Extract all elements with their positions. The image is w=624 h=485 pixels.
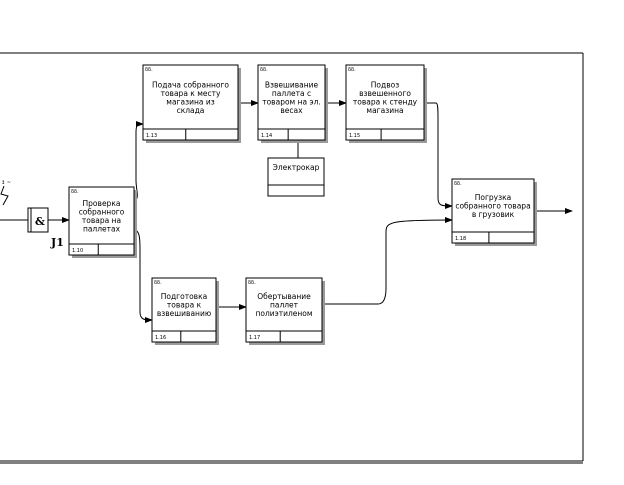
activity-number: 1.15 (349, 133, 360, 139)
mechanism-label: Электрокар (273, 163, 320, 172)
box-border (345, 64, 425, 141)
box-border (257, 64, 326, 141)
activity-number: 1.14 (261, 133, 272, 139)
activity-title-line: товаром на эл. (262, 97, 321, 106)
activity-title-line: Подготовка (161, 292, 207, 301)
corner-mark: δδ. (145, 67, 153, 73)
activity-number: 1.18 (455, 236, 466, 242)
activity-number: 1.13 (146, 133, 157, 139)
junction-label: J1 (50, 236, 64, 249)
activity-title-line: паллет (270, 301, 299, 310)
activity-title-line: товара к (167, 301, 202, 310)
corner-mark: δδ. (454, 181, 462, 187)
activity-title-line: весах (280, 106, 303, 115)
activity-title-line: магазина (366, 106, 403, 115)
activity-title-line: паллета с (272, 89, 311, 98)
activity-title-line: взвешиванию (157, 309, 211, 318)
corner-mark: δδ. (260, 67, 268, 73)
corner-mark: δδ. (348, 67, 356, 73)
activity-title-line: собранного (79, 207, 125, 216)
diagram-frame (0, 52, 584, 464)
activity-title-line: товара к месту (161, 89, 221, 98)
activity-number: 1.10 (72, 248, 83, 254)
mechanism-electrocar: Электрокар (267, 157, 325, 197)
activity-title-line: Погрузка (475, 193, 511, 202)
activity-title-line: Подвоз (371, 80, 399, 89)
activity-title-line: Проверка (83, 199, 121, 208)
corner-mark: δδ. (248, 280, 256, 286)
box-border (142, 64, 239, 141)
activity-title-line: полиэтиленом (255, 309, 312, 318)
junction-and: & J1 (27, 207, 64, 249)
connections (48, 100, 573, 323)
corner-mark: δδ. (154, 280, 162, 286)
activity-number: 1.16 (155, 335, 166, 341)
input-arrow: ↕ ~ (0, 180, 28, 221)
junction-symbol: & (35, 215, 45, 228)
activity-title-line: Подача собранного (152, 80, 229, 89)
activity-title-line: Взвешивание (265, 80, 319, 89)
activity-title-line: паллетах (83, 224, 121, 233)
activity-title-line: в грузовик (472, 210, 515, 219)
activity-number: 1.17 (249, 335, 260, 341)
tunnel-mark: ↕ ~ (1, 180, 11, 186)
activity-title-line: товара на (82, 216, 121, 225)
activity-title-line: склада (177, 106, 205, 115)
activity-title-line: магазина из (166, 97, 214, 106)
activity-title-line: взвешенного (359, 89, 411, 98)
activity-title-line: собранного товара (455, 202, 530, 211)
activity-title-line: товара к стенду (353, 97, 418, 106)
corner-mark: δδ. (71, 189, 79, 195)
activity-title-line: Обертывание (257, 292, 311, 301)
